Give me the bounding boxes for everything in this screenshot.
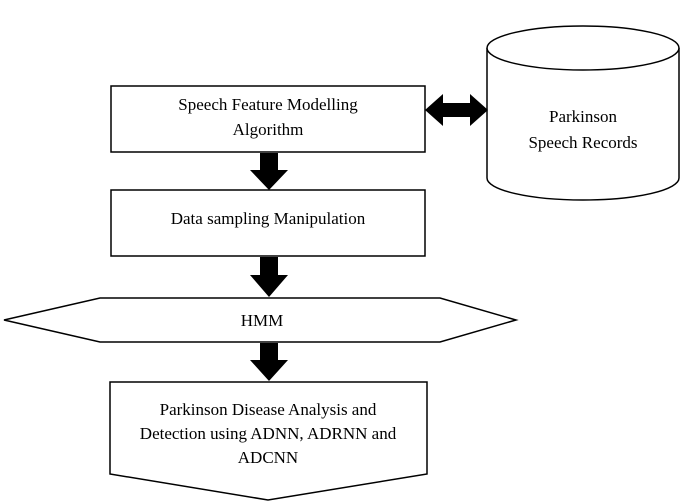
down-arrow-1 (250, 153, 288, 190)
hmm-label: HMM (241, 311, 284, 330)
analysis-label-line3: ADCNN (238, 448, 298, 467)
speech-records-database: Parkinson Speech Records (486, 25, 680, 201)
feature-modelling-node: Speech Feature Modelling Algorithm (110, 85, 426, 153)
records-label-line2: Speech Records (528, 133, 637, 152)
feature-modelling-label-line1: Speech Feature Modelling (178, 95, 358, 114)
analysis-label-line2: Detection using ADNN, ADRNN and (140, 424, 397, 443)
records-label-line1: Parkinson (549, 107, 618, 126)
analysis-label-line1: Parkinson Disease Analysis and (160, 400, 377, 419)
hmm-node: HMM (3, 297, 519, 343)
data-sampling-label: Data sampling Manipulation (171, 209, 366, 228)
down-arrow-2 (250, 257, 288, 297)
down-arrow-3 (250, 343, 288, 381)
data-sampling-node: Data sampling Manipulation (110, 189, 426, 257)
feature-modelling-label-line2: Algorithm (233, 120, 304, 139)
analysis-node: Parkinson Disease Analysis and Detection… (109, 381, 428, 501)
bidirectional-arrow (425, 94, 488, 126)
